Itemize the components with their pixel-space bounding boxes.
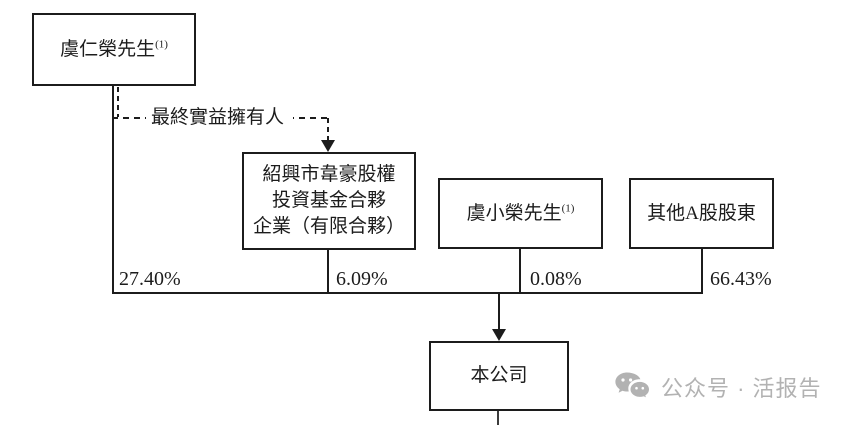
watermark: 公众号 · 活报告 bbox=[614, 370, 822, 403]
dashed-connector-stub bbox=[117, 87, 119, 117]
node-shaoxing-fund-line1: 紹興市韋豪股權 bbox=[262, 164, 396, 185]
connector-shaoxing-vertical bbox=[327, 250, 329, 293]
ultimate-beneficial-owner-label: 最終實益擁有人 bbox=[146, 106, 294, 130]
node-shaoxing-fund-line2: 投資基金合夥 bbox=[271, 190, 386, 211]
pct-label-yu-xiaorong: 0.08% bbox=[530, 268, 582, 290]
node-company: 本公司 bbox=[429, 341, 569, 411]
connector-other-vertical bbox=[701, 249, 703, 293]
arrowhead-down-icon bbox=[492, 329, 506, 341]
node-other-a-shareholders: 其他A股股東 bbox=[629, 178, 774, 249]
connector-bus-horizontal bbox=[112, 292, 703, 294]
node-yu-xiaorong-label: 虞小榮先生(1) bbox=[466, 202, 575, 224]
footnote-marker: (1) bbox=[561, 202, 575, 215]
connector-yu-xiaorong-vertical bbox=[519, 249, 521, 293]
wechat-icon bbox=[614, 370, 652, 403]
node-company-label: 本公司 bbox=[470, 365, 528, 386]
connector-yu-renrong-vertical bbox=[112, 86, 114, 293]
node-shaoxing-fund-line3: 企業（有限合夥） bbox=[252, 216, 405, 237]
arrowhead-down-icon bbox=[321, 140, 335, 152]
node-yu-renrong-label: 虞仁榮先生(1) bbox=[60, 38, 168, 60]
node-shaoxing-fund: 紹興市韋豪股權 投資基金合夥 企業（有限合夥） bbox=[242, 152, 416, 250]
dashed-connector-vertical bbox=[327, 118, 329, 143]
node-yu-xiaorong: 虞小榮先生(1) bbox=[438, 178, 603, 249]
pct-label-yu-renrong: 27.40% bbox=[119, 268, 181, 290]
node-yu-renrong: 虞仁榮先生(1) bbox=[32, 13, 196, 86]
watermark-text: 公众号 · 活报告 bbox=[661, 375, 822, 401]
pct-label-shaoxing-fund: 6.09% bbox=[336, 268, 388, 290]
connector-company-vertical bbox=[498, 293, 500, 331]
node-other-a-shareholders-label: 其他A股股東 bbox=[647, 202, 756, 224]
pct-label-other-a-shareholders: 66.43% bbox=[710, 268, 772, 290]
footnote-marker: (1) bbox=[155, 38, 168, 51]
connector-company-bottom-stub bbox=[497, 411, 499, 425]
node-shaoxing-fund-label: 紹興市韋豪股權 投資基金合夥 企業（有限合夥） bbox=[253, 162, 405, 240]
